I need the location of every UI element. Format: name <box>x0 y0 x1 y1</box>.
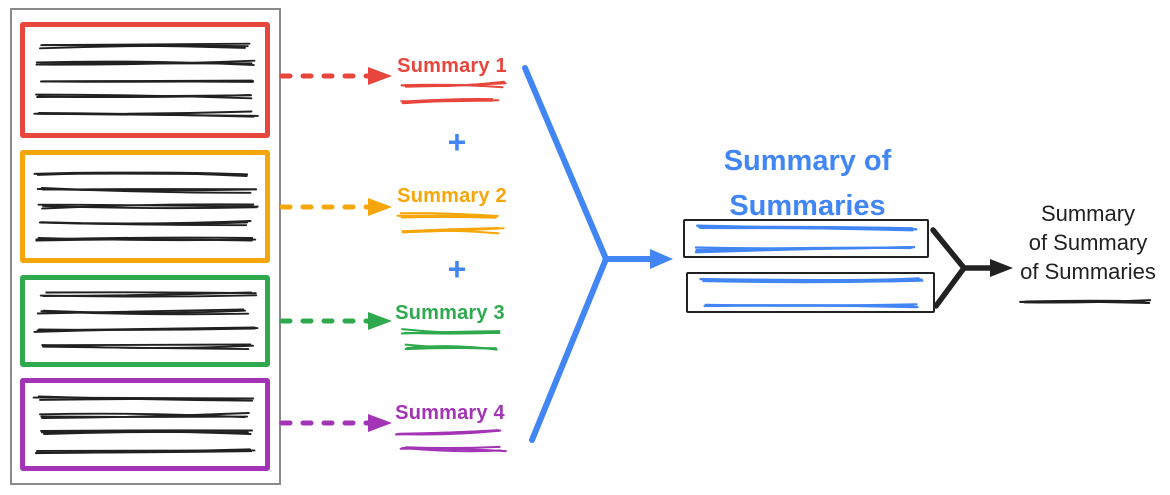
summary-2-label: Summary 2 <box>397 185 507 207</box>
chunk-3-text-scribble <box>33 291 259 351</box>
plus-operator-2: + <box>447 251 467 287</box>
summary-3-scribble <box>400 328 501 351</box>
document-chunk-3 <box>20 275 270 367</box>
source-document <box>10 8 281 485</box>
summary-of-summaries-box-2 <box>686 272 935 313</box>
chunk-4-text-scribble <box>32 395 256 455</box>
chunk-1-text-scribble <box>33 42 259 118</box>
summaries-merge-arrow <box>522 65 673 443</box>
summary-4-label: Summary 4 <box>395 402 505 424</box>
plus-operator-1: + <box>447 124 467 160</box>
summary-3-label: Summary 3 <box>395 302 505 324</box>
document-chunk-2 <box>20 150 270 263</box>
document-chunk-4 <box>20 378 270 471</box>
summary-1-scribble <box>400 80 507 105</box>
title-line-1: Summary of <box>723 145 892 177</box>
final-summary-label: Summary of Summary of Summaries <box>1008 199 1168 286</box>
summary-1-label: Summary 1 <box>397 55 507 77</box>
title-line-2: Summaries <box>729 190 886 222</box>
box-1-text-scribble <box>694 224 918 254</box>
final-label-line-3: of Summaries <box>1020 259 1156 284</box>
document-chunk-1 <box>20 22 270 138</box>
summary-4-scribble <box>394 429 507 453</box>
final-label-line-1: Summary <box>1040 201 1136 226</box>
summary-2-scribble <box>396 212 505 235</box>
final-summary-scribble <box>1019 299 1152 305</box>
final-label-line-2: of Summary <box>1028 230 1148 255</box>
summary-of-summaries-box-1 <box>683 219 929 258</box>
box-2-text-scribble <box>699 277 924 309</box>
chunk-2-text-scribble <box>33 171 259 242</box>
final-merge-arrow <box>930 227 1013 309</box>
summary-of-summaries-title: Summary of Summaries <box>675 139 940 229</box>
